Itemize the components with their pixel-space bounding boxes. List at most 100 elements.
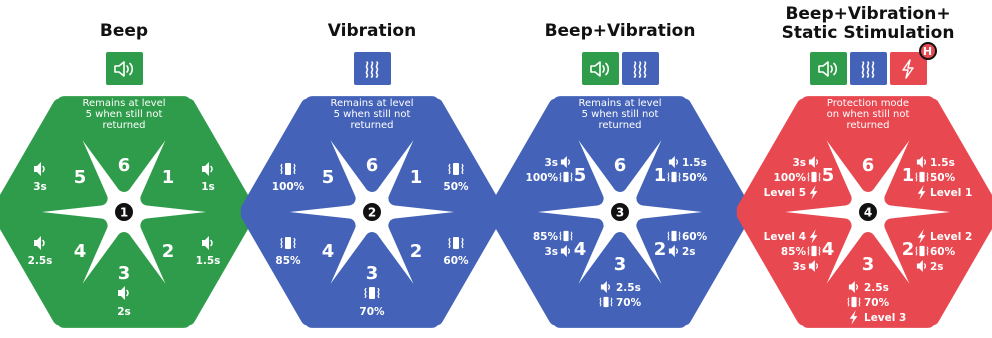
level-number-6: 6	[366, 155, 379, 176]
level-segment-5	[488, 98, 604, 217]
mode-number: 4	[864, 206, 872, 220]
level-value: 3s	[792, 261, 806, 273]
lightning-icon	[917, 185, 926, 200]
speaker-icon	[600, 281, 610, 293]
level-value: 3s	[792, 157, 806, 169]
level-segment-5	[240, 98, 356, 217]
level-value: 100%	[526, 172, 559, 184]
level-segment-4	[240, 207, 356, 326]
level-number-2: 2	[410, 241, 423, 262]
level-value: 3s	[33, 181, 47, 193]
speaker-icon	[916, 260, 926, 272]
level-number-5: 5	[822, 165, 835, 186]
speaker-icon	[560, 245, 570, 257]
top-segment-text: returned	[102, 120, 145, 131]
level-value: 2.5s	[28, 255, 53, 267]
level-segment-6	[57, 96, 191, 192]
level-value: 85%	[275, 255, 301, 267]
level-segment-2	[884, 207, 992, 326]
vibration-icon	[807, 245, 821, 257]
lightning-icon	[809, 229, 818, 244]
level-value: 1.5s	[196, 255, 221, 267]
mode-icons	[496, 52, 744, 85]
mode-number-badge	[611, 203, 629, 221]
top-segment-text: Remains at level	[578, 98, 661, 109]
top-segment-text: returned	[350, 120, 393, 131]
top-segment-text: Protection mode	[827, 98, 909, 109]
vibration-icon	[599, 296, 613, 308]
speaker-icon	[202, 236, 213, 250]
level-value: 1.5s	[930, 157, 955, 169]
speaker-icon	[34, 162, 45, 176]
speaker-icon	[581, 52, 619, 85]
mode-number-badge	[859, 203, 877, 221]
level-number-1: 1	[654, 165, 667, 186]
top-segment-text: Remains at level	[82, 98, 165, 109]
level-segment-1	[636, 98, 752, 217]
vibration-icon	[667, 171, 681, 183]
panel-title: Beep+Vibration	[544, 21, 696, 41]
speaker-icon	[34, 236, 45, 250]
speaker-icon	[668, 245, 678, 257]
level-value: Level 2	[930, 231, 972, 243]
level-number-3: 3	[862, 254, 875, 275]
level-number-2: 2	[162, 241, 175, 262]
level-value: Level 1	[930, 187, 972, 199]
speaker-icon	[808, 260, 818, 272]
level-value: 2.5s	[616, 282, 641, 294]
level-value: 100%	[272, 181, 305, 193]
level-value: 60%	[443, 255, 469, 267]
level-segment-4	[0, 207, 108, 326]
level-number-3: 3	[366, 263, 379, 284]
lightning-icon: H	[889, 42, 937, 85]
level-value: 85%	[781, 246, 807, 258]
vibration-icon	[353, 52, 391, 85]
level-number-6: 6	[862, 155, 875, 176]
level-value: 2.5s	[864, 282, 889, 294]
level-value: 3s	[544, 157, 558, 169]
vibration-icon	[915, 171, 929, 183]
mode-icons	[248, 52, 496, 85]
level-value: Level 5	[764, 187, 806, 199]
speaker-icon	[808, 156, 818, 168]
mode-number-badge	[115, 203, 133, 221]
level-number-2: 2	[654, 239, 667, 260]
vibration-icon	[667, 230, 681, 242]
vibration-icon	[847, 296, 861, 308]
level-segment-6	[305, 96, 439, 192]
h-badge: H	[918, 42, 937, 60]
level-number-4: 4	[822, 239, 835, 260]
level-number-1: 1	[410, 167, 423, 188]
vibration-icon	[559, 230, 573, 242]
vibration-icon	[280, 237, 296, 249]
level-segment-6	[801, 96, 935, 192]
lightning-icon	[849, 310, 858, 325]
level-number-2: 2	[902, 239, 915, 260]
vibration-icon	[915, 245, 929, 257]
top-segment-text: 5 when still not	[582, 109, 659, 120]
level-value: 1s	[201, 181, 215, 193]
mode-number: 2	[368, 206, 376, 220]
level-number-1: 1	[162, 167, 175, 188]
level-value: 2s	[930, 261, 944, 273]
panel-title-line-1: Beep+Vibration+	[785, 4, 951, 24]
level-value: 60%	[682, 231, 708, 243]
level-value: 2s	[117, 306, 131, 318]
level-number-6: 6	[118, 155, 131, 176]
level-value: 85%	[533, 231, 559, 243]
level-value: 70%	[616, 297, 642, 309]
level-number-4: 4	[322, 241, 335, 262]
level-segment-3	[57, 232, 191, 328]
mode-icons	[0, 52, 248, 85]
top-segment-text: Remains at level	[330, 98, 413, 109]
mode-number: 3	[616, 206, 624, 220]
mode-icons: H	[744, 42, 992, 85]
level-segment-1	[388, 98, 504, 217]
level-segment-1	[140, 98, 256, 217]
vibration-icon	[448, 163, 464, 175]
level-segment-3	[801, 232, 935, 328]
